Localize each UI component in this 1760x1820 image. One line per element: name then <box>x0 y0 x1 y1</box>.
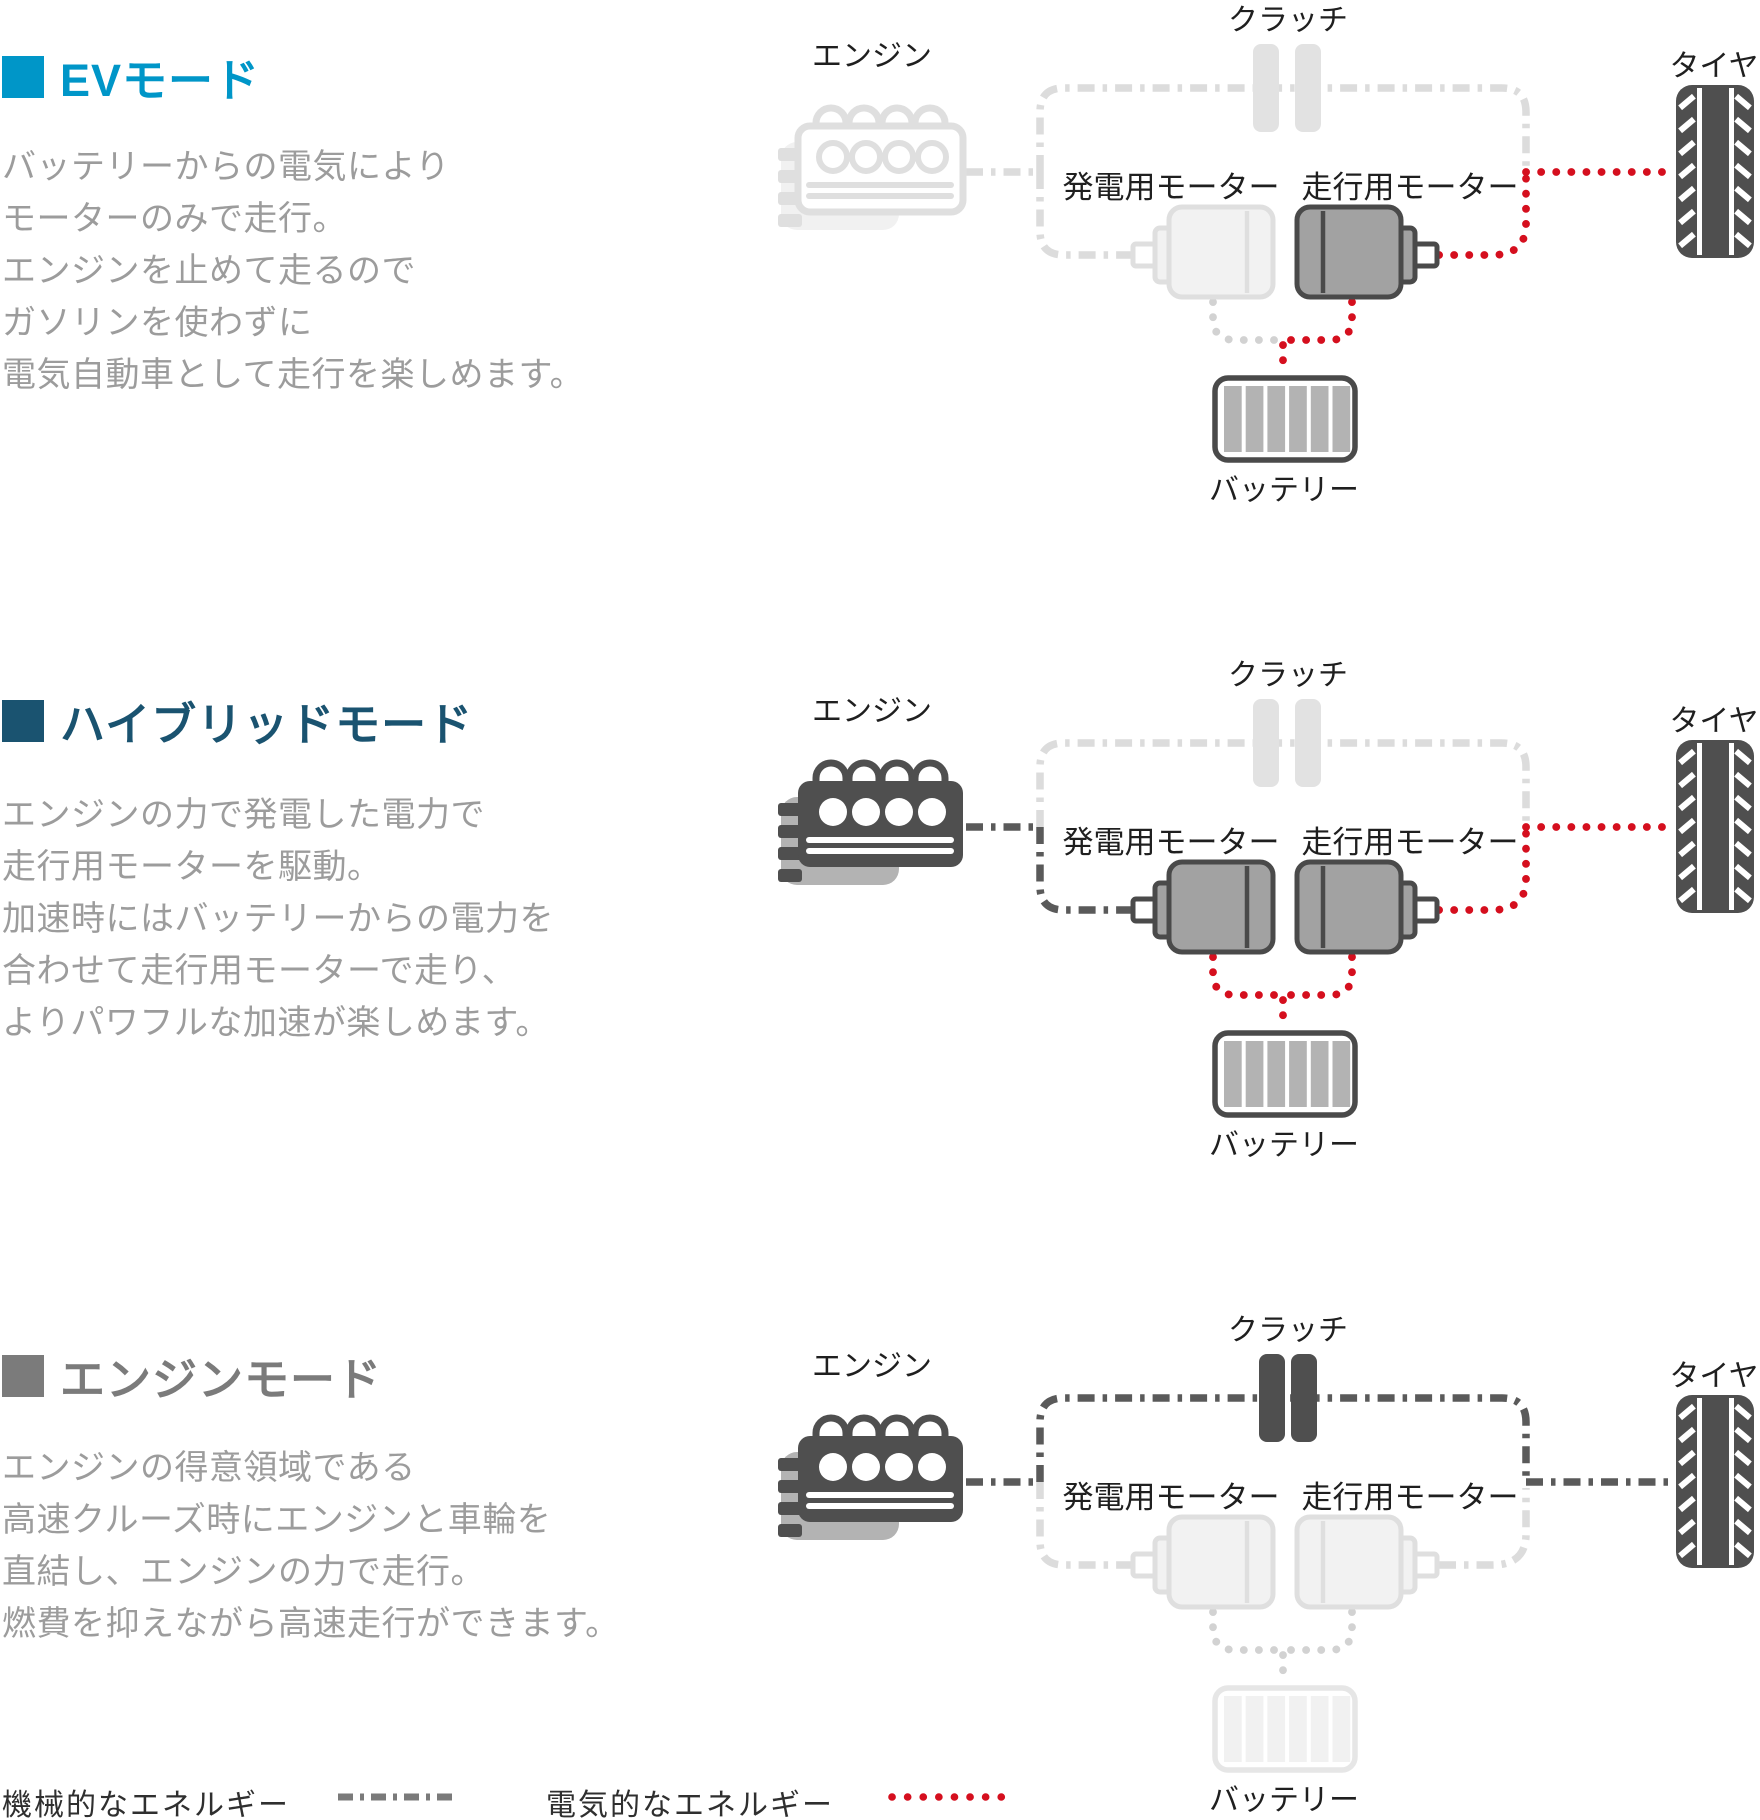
hybrid-desc-line: 合わせて走行用モーターで走り、 <box>2 952 517 990</box>
engine-title-text: エンジンモード <box>60 1354 383 1405</box>
ev-mode-description: バッテリーからの電気により モーターのみで走行。 エンジンを止めて走るので ガソ… <box>2 141 584 401</box>
electric-line-shaft <box>1435 174 1530 259</box>
ev-title-text: EVモード <box>60 55 261 106</box>
tire-icon <box>1676 740 1754 913</box>
hybrid-mode-title: ハイブリッドモード <box>2 688 473 753</box>
electric-line-generator <box>1209 953 1280 999</box>
traction-motor-icon <box>1294 859 1440 955</box>
engine-label: エンジン <box>812 1350 932 1383</box>
electric-line-traction <box>1286 953 1356 999</box>
engine-desc-line: エンジンの得意領域である <box>2 1449 416 1487</box>
legend-mechanical-label: 機械的なエネルギー <box>2 1789 290 1820</box>
battery-icon <box>1212 375 1358 463</box>
tire-icon <box>1676 85 1754 258</box>
hybrid-mode-diagram: クラッチエンジン タイヤ発電用モーター走行用モーターバッテリー <box>778 659 1759 1162</box>
mechanical-line-upper-loop <box>1036 1394 1530 1482</box>
mechanical-line-upper-loop <box>1036 84 1530 172</box>
engine-title-square-bullet <box>2 1354 44 1397</box>
electric-line-generator <box>1209 298 1280 344</box>
generator-motor-icon <box>1130 859 1276 955</box>
hybrid-mode-description: エンジンの力で発電した電力で 走行用モーターを駆動。 加速時にはバッテリーからの… <box>2 789 554 1049</box>
engine-icon <box>778 104 967 230</box>
engine-icon <box>778 759 963 885</box>
hybrid-title-square-bullet <box>2 699 44 742</box>
ev-desc-line: 電気自動車として走行を楽しめます。 <box>2 356 585 394</box>
engine-label: エンジン <box>812 695 932 728</box>
traction-motor-label: 走行用モーター <box>1302 825 1519 860</box>
mechanical-line-upper-loop <box>1036 739 1530 827</box>
ev-mode-title: EVモード <box>2 44 260 109</box>
electrical-energy-dots-icon <box>888 1793 1016 1801</box>
engine-desc-line: 高速クルーズ時にエンジンと車輪を <box>2 1501 552 1539</box>
clutch-label: クラッチ <box>1228 1314 1348 1347</box>
ev-mode-diagram: クラッチエンジン タイヤ発電用モーター走行用モーターバッテリー <box>778 4 1759 507</box>
hybrid-desc-line: エンジンの力で発電した電力で <box>2 796 485 834</box>
tire-label: タイヤ <box>1669 705 1758 738</box>
ev-desc-line: バッテリーからの電気により <box>2 148 450 186</box>
electric-line-traction <box>1286 1608 1356 1654</box>
mechanical-line-lower-loop <box>1036 827 1131 914</box>
generator-motor-label: 発電用モーター <box>1063 825 1280 860</box>
hybrid-desc-line: 走行用モーターを駆動。 <box>2 848 382 886</box>
engine-label: エンジン <box>812 40 932 73</box>
clutch-label: クラッチ <box>1228 4 1348 37</box>
generator-motor-label: 発電用モーター <box>1063 1480 1280 1515</box>
battery-icon <box>1212 1685 1358 1773</box>
ev-desc-line: エンジンを止めて走るので <box>2 252 416 290</box>
ev-desc-line: モーターのみで走行。 <box>2 200 347 238</box>
tire-label: タイヤ <box>1669 50 1758 83</box>
ev-title-square-bullet <box>2 55 44 98</box>
electric-line-shaft <box>1435 829 1530 914</box>
engine-mode-diagram-mount: クラッチエンジン タイヤ発電用モーター走行用モーターバッテリー <box>660 1310 1760 1820</box>
legend-electrical-label: 電気的なエネルギー <box>546 1789 834 1820</box>
traction-motor-label: 走行用モーター <box>1302 170 1519 205</box>
engine-desc-line: 燃費を抑えながら高速走行ができます。 <box>2 1605 620 1643</box>
hybrid-mode-diagram-mount: クラッチエンジン タイヤ発電用モーター走行用モーターバッテリー <box>660 655 1760 1195</box>
battery-icon <box>1212 1030 1358 1118</box>
electric-line-traction <box>1286 298 1356 344</box>
mechanical-energy-line-icon <box>338 1793 458 1801</box>
legend: 機械的なエネルギー 電気的なエネルギー <box>0 1778 1760 1820</box>
tire-label: タイヤ <box>1669 1360 1758 1393</box>
engine-desc-line: 直結し、エンジンの力で走行。 <box>2 1553 485 1591</box>
traction-motor-icon <box>1294 204 1440 300</box>
mechanical-line-shaft-inactive <box>1439 1488 1530 1569</box>
clutch-label: クラッチ <box>1228 659 1348 692</box>
engine-icon <box>778 1414 963 1540</box>
clutch-icon <box>1253 699 1321 787</box>
hybrid-desc-line: 加速時にはバッテリーからの電力を <box>2 900 554 938</box>
electric-line-generator <box>1209 1608 1280 1654</box>
clutch-icon <box>1253 44 1321 132</box>
clutch-icon <box>1259 1354 1317 1442</box>
battery-label: バッテリー <box>1209 1129 1359 1162</box>
tire-icon <box>1676 1395 1754 1568</box>
battery-label: バッテリー <box>1209 474 1359 507</box>
ev-desc-line: ガソリンを使わずに <box>2 304 313 342</box>
engine-mode-description: エンジンの得意領域である 高速クルーズ時にエンジンと車輪を 直結し、エンジンの力… <box>2 1442 620 1650</box>
mechanical-line-lower-loop <box>1036 1482 1131 1569</box>
engine-mode-title: エンジンモード <box>2 1343 382 1408</box>
generator-motor-icon <box>1130 204 1276 300</box>
hybrid-title-text: ハイブリッドモード <box>60 699 474 750</box>
traction-motor-label: 走行用モーター <box>1302 1480 1519 1515</box>
generator-motor-icon <box>1130 1514 1276 1610</box>
mechanical-line-lower-loop <box>1036 172 1131 259</box>
hybrid-desc-line: よりパワフルな加速が楽しめます。 <box>2 1004 550 1042</box>
battery-label: バッテリー <box>1209 1784 1359 1817</box>
generator-motor-label: 発電用モーター <box>1063 170 1280 205</box>
ev-mode-diagram-mount: クラッチエンジン タイヤ発電用モーター走行用モーターバッテリー <box>660 0 1760 540</box>
engine-mode-diagram: クラッチエンジン タイヤ発電用モーター走行用モーターバッテリー <box>778 1314 1759 1817</box>
traction-motor-icon <box>1294 1514 1440 1610</box>
